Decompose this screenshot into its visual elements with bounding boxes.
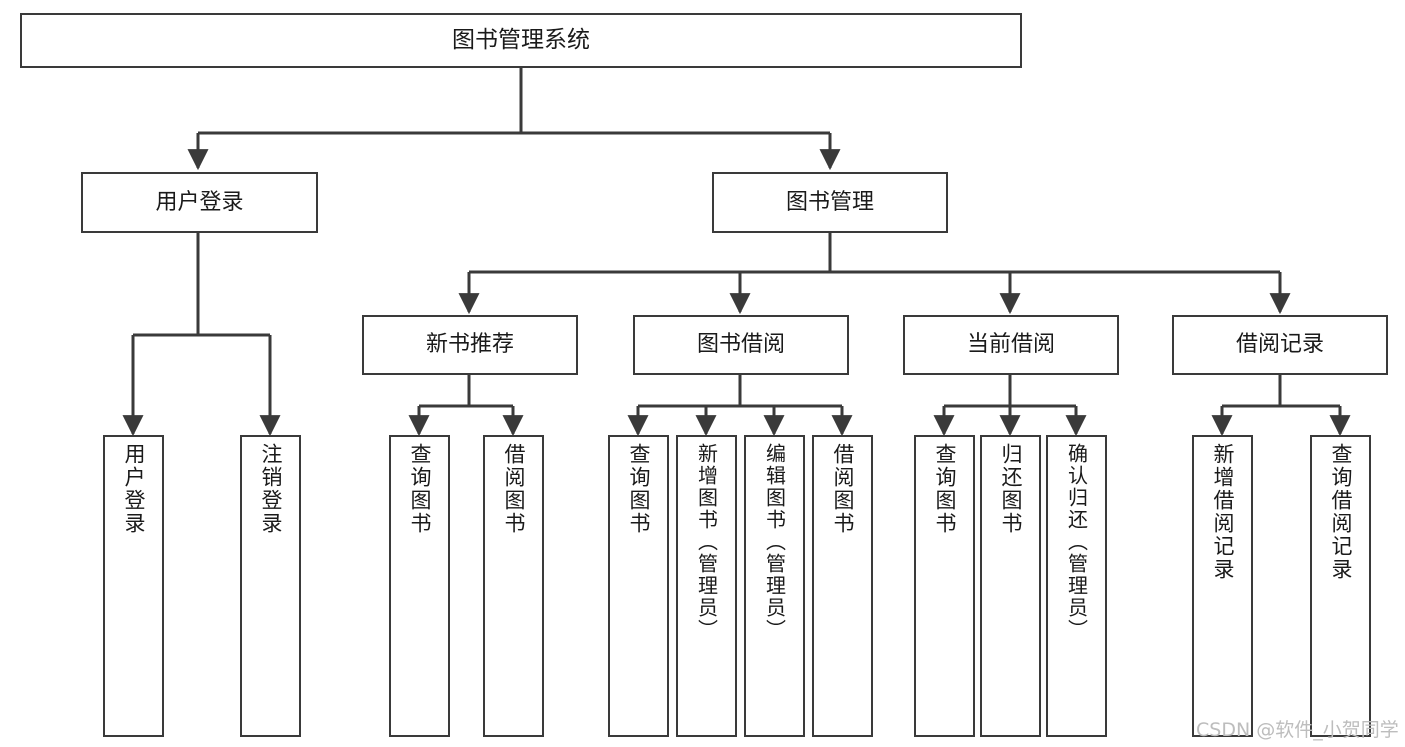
leaf-return-book[interactable]: 归还图书 bbox=[980, 435, 1041, 737]
leaf-query-book-under-current-borrow[interactable]: 查询图书 bbox=[914, 435, 975, 737]
leaf-borrow-book-under-new-book-rec[interactable]: 借阅图书 bbox=[483, 435, 544, 737]
node-user-login[interactable]: 用户登录 bbox=[81, 172, 318, 233]
node-label: 图书管理 bbox=[785, 189, 874, 215]
node-current-borrow[interactable]: 当前借阅 bbox=[903, 315, 1119, 375]
node-borrow-record[interactable]: 借阅记录 bbox=[1172, 315, 1388, 375]
leaf-query-book-under-new-book-rec[interactable]: 查询图书 bbox=[389, 435, 450, 737]
node-label: 新书推荐 bbox=[425, 332, 514, 358]
node-label: 确认归还（管理员） bbox=[1064, 443, 1089, 641]
node-label: 归还图书 bbox=[999, 443, 1023, 535]
leaf-confirm-return-admin[interactable]: 确认归还（管理员） bbox=[1046, 435, 1107, 737]
leaf-user-login[interactable]: 用户登录 bbox=[103, 435, 164, 737]
node-label: 查询图书 bbox=[408, 443, 432, 535]
csdn-watermark: CSDN @软件_小贺同学 bbox=[1196, 719, 1399, 741]
node-label: 借阅图书 bbox=[831, 443, 855, 535]
node-label: 图书管理系统 bbox=[452, 27, 590, 54]
node-label: 用户登录 bbox=[155, 189, 244, 215]
node-label: 借阅图书 bbox=[502, 443, 526, 535]
node-label: 借阅记录 bbox=[1235, 332, 1324, 358]
node-label: 用户登录 bbox=[122, 443, 146, 535]
node-label: 图书借阅 bbox=[696, 332, 785, 358]
leaf-query-borrow-record[interactable]: 查询借阅记录 bbox=[1310, 435, 1371, 737]
node-label: 新增图书（管理员） bbox=[694, 443, 719, 641]
node-book-borrow[interactable]: 图书借阅 bbox=[633, 315, 849, 375]
node-label: 新增借阅记录 bbox=[1211, 443, 1235, 581]
node-label: 编辑图书（管理员） bbox=[762, 443, 787, 641]
node-label: 查询图书 bbox=[627, 443, 651, 535]
node-root-book-management-system[interactable]: 图书管理系统 bbox=[20, 13, 1022, 68]
node-label: 查询借阅记录 bbox=[1329, 443, 1353, 581]
node-label: 注销登录 bbox=[259, 443, 283, 535]
node-book-management[interactable]: 图书管理 bbox=[712, 172, 948, 233]
node-label: 当前借阅 bbox=[966, 332, 1055, 358]
node-new-book-recommendation[interactable]: 新书推荐 bbox=[362, 315, 578, 375]
leaf-logout-login[interactable]: 注销登录 bbox=[240, 435, 301, 737]
leaf-add-book-admin[interactable]: 新增图书（管理员） bbox=[676, 435, 737, 737]
leaf-edit-book-admin[interactable]: 编辑图书（管理员） bbox=[744, 435, 805, 737]
node-label: 查询图书 bbox=[933, 443, 957, 535]
leaf-add-borrow-record[interactable]: 新增借阅记录 bbox=[1192, 435, 1253, 737]
leaf-borrow-book-under-book-borrow[interactable]: 借阅图书 bbox=[812, 435, 873, 737]
leaf-query-book-under-book-borrow[interactable]: 查询图书 bbox=[608, 435, 669, 737]
